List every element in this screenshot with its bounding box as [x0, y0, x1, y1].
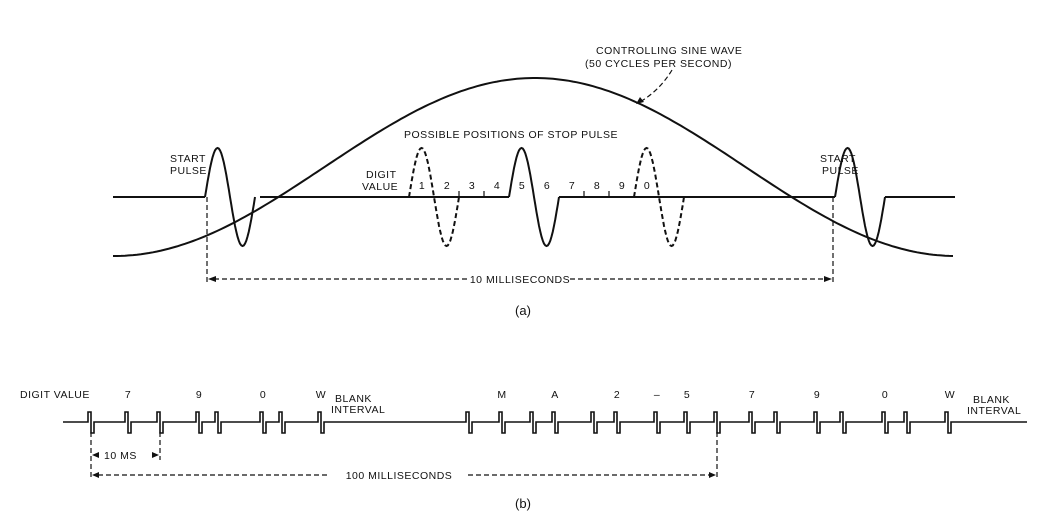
stop-pulse-title: POSSIBLE POSITIONS OF STOP PULSE: [404, 129, 618, 141]
sine-wave-label: CONTROLLING SINE WAVE: [596, 45, 742, 57]
digit-label: 7: [569, 180, 575, 192]
blank-interval-label: BLANK: [335, 393, 372, 405]
stop-pulse-position-0: [633, 146, 685, 248]
long-interval-label: 100 MILLISECONDS: [346, 470, 453, 482]
character-label: W: [316, 389, 326, 401]
character-label: –: [654, 389, 660, 401]
digit-label: 2: [444, 180, 450, 192]
sine-label-leader: [639, 69, 673, 103]
part-a: CONTROLLING SINE WAVE (50 CYCLES PER SEC…: [113, 45, 955, 318]
digit-label: 9: [619, 180, 625, 192]
caption-b: (b): [515, 496, 531, 511]
digit-label: 6: [544, 180, 550, 192]
digit-label: 8: [594, 180, 600, 192]
digit-value-label-b: DIGIT VALUE: [20, 389, 90, 401]
part-b: DIGIT VALUE 7 9 0 W M A 2 – 5 7 9 0 W BLANK INTERVAL…: [20, 389, 1027, 511]
start-pulse-label: PULSE: [170, 165, 207, 177]
character-label: M: [497, 389, 506, 401]
digit-label: 5: [519, 180, 525, 192]
blank-interval-label: INTERVAL: [331, 404, 385, 416]
start-pulse-label: START: [170, 153, 206, 165]
start-pulse-label-right: PULSE: [822, 165, 859, 177]
character-label: 5: [684, 389, 690, 401]
blank-interval-label-2: BLANK: [973, 394, 1010, 406]
start-pulse: [204, 146, 256, 248]
arrowhead-icon: [92, 452, 159, 458]
stop-pulse-position-1: [408, 146, 460, 248]
character-label: 7: [749, 389, 755, 401]
character-label: W: [945, 389, 955, 401]
character-label: 7: [125, 389, 131, 401]
digit-value-label: DIGIT: [366, 169, 397, 181]
character-label: 0: [882, 389, 888, 401]
stop-pulse-position-5: [508, 146, 560, 248]
sine-wave-frequency: (50 CYCLES PER SECOND): [585, 58, 732, 70]
start-pulse-right: [834, 146, 886, 248]
character-label: 9: [196, 389, 202, 401]
digit-value-label: VALUE: [362, 181, 398, 193]
character-label: 9: [814, 389, 820, 401]
digit-labels: 1 2 3 4 5 6 7 8 9 0: [419, 180, 650, 192]
arrowhead-icon: [636, 97, 644, 104]
blank-interval-label-2: INTERVAL: [967, 405, 1021, 417]
digit-label: 1: [419, 180, 425, 192]
caption-a: (a): [515, 303, 531, 318]
pulses-a: [204, 146, 886, 248]
character-label: A: [551, 389, 559, 401]
digit-label: 4: [494, 180, 500, 192]
digit-ticks: [458, 191, 610, 197]
start-pulse-label-right: START: [820, 153, 856, 165]
character-label: 2: [614, 389, 620, 401]
character-label: 0: [260, 389, 266, 401]
digit-label: 3: [469, 180, 475, 192]
short-interval-label: 10 MS: [104, 450, 137, 462]
character-labels: 7 9 0 W M A 2 – 5 7 9 0 W: [125, 389, 955, 401]
pulse-train: [63, 411, 1027, 434]
digit-label: 0: [644, 180, 650, 192]
interval-label: 10 MILLISECONDS: [470, 274, 570, 286]
